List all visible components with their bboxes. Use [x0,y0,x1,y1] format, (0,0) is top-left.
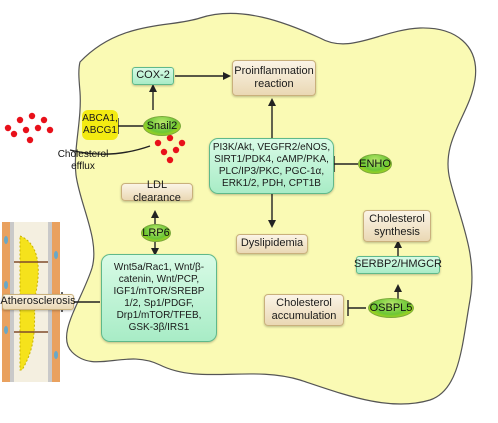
osbpl5-pill: OSBPL5 [368,298,414,318]
dyslipidemia-box: Dyslipidemia [236,234,308,254]
cholesterol-particles-right [154,134,186,164]
cholesterol-accumulation-box: Cholesterol accumulation [264,294,344,326]
atherosclerosis-label: Atherosclerosis [0,294,76,310]
proinflammation-box: Proinflammation reaction [232,60,316,96]
cholesterol-efflux-label: Cholesterol efflux [57,149,109,172]
enho-pill: ENHO [358,154,392,174]
pathway-box-pi3k: PI3K/Akt, VEGFR2/eNOS, SIRT1/PDK4, cAMP/… [209,138,334,194]
serbp2-box: SERBP2/HMGCR [354,256,442,274]
ldl-clearance-box: LDL clearance [121,179,193,204]
snail2-pill: Snail2 [143,116,181,136]
abca1-box: ABCA1, ABCG1 [82,110,118,140]
cholesterol-particles-left [4,112,54,144]
cox2-box: COX-2 [132,67,174,85]
efflux-arc [69,145,151,155]
pathway-box-wnt: Wnt5a/Rac1, Wnt/β- catenin, Wnt/PCP, IGF… [101,254,217,342]
cholesterol-synthesis-box: Cholesterol synthesis [363,210,431,242]
arrows [69,72,402,300]
lrp6-pill: LRP6 [141,224,171,242]
